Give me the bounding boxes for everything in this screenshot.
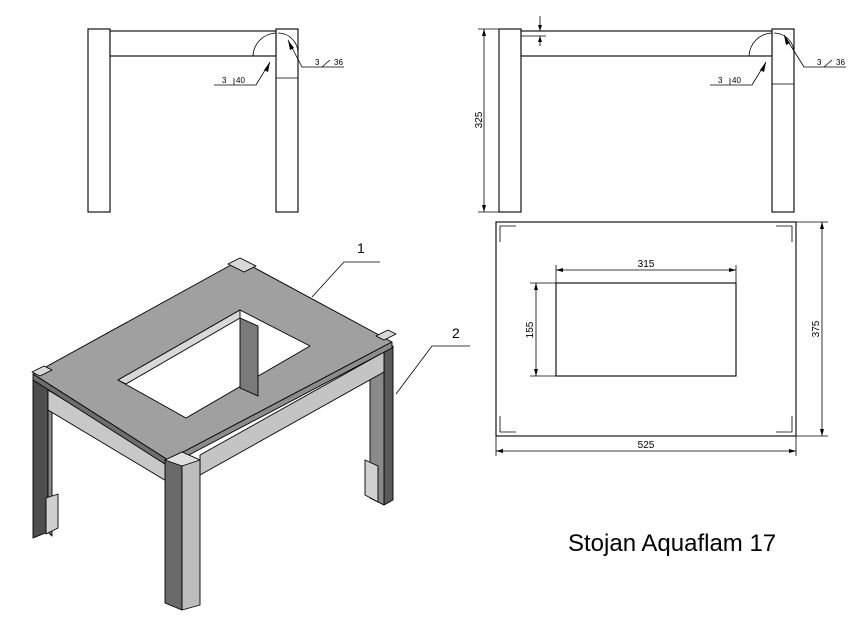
front-view-left: 3 40 3 36 (87, 28, 344, 213)
opening-width-dimension: 315 (638, 259, 655, 270)
top-view: 315 155 375 525 (495, 221, 828, 456)
leg-left (498, 28, 522, 213)
leg-left (87, 28, 111, 213)
callout-1-label: 1 (357, 240, 365, 256)
width-dimension: 525 (638, 440, 655, 451)
opening-height-dimension: 155 (525, 321, 536, 338)
callout-1: 1 (311, 240, 380, 298)
leg-back-right (383, 345, 394, 506)
leg-right (771, 28, 795, 213)
weld-size-a: 3 (222, 76, 227, 85)
height-dimension: 325 (474, 111, 485, 128)
crossbar (520, 30, 773, 57)
weld-length-b: 36 (836, 58, 845, 67)
callout-2-label: 2 (452, 325, 460, 341)
weld-length-a: 40 (236, 76, 245, 85)
front-view-right: 325 3 40 3 36 (474, 16, 846, 213)
weld-size-a: 3 (718, 76, 723, 85)
drawing-title: Stojan Aquaflam 17 (568, 530, 777, 557)
crossbar (109, 30, 277, 57)
isometric-view (31, 257, 397, 611)
weld-length-a: 40 (732, 76, 741, 85)
callout-2: 2 (395, 325, 470, 395)
depth-dimension: 375 (811, 320, 822, 337)
weld-size-b: 3 (315, 58, 320, 67)
weld-length-b: 36 (334, 58, 343, 67)
weld-size-b: 3 (817, 58, 822, 67)
leg-right (275, 28, 299, 213)
opening (555, 282, 737, 377)
leg-front-right (164, 451, 183, 611)
